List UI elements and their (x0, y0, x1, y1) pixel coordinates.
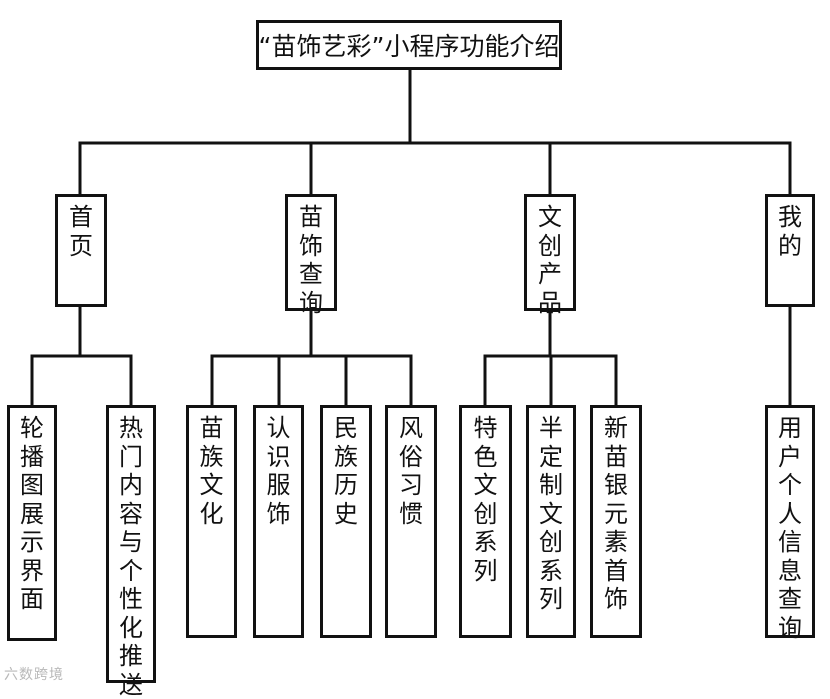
label-char: 史 (333, 500, 359, 529)
leaf-miao-culture: 苗族文化 (186, 405, 237, 638)
leaf-carousel: 轮播图展示界面 (7, 405, 57, 641)
label-char: 热 (118, 414, 144, 443)
label-char: 面 (19, 585, 45, 614)
root-title: “苗饰艺彩”小程序功能介绍 (259, 27, 560, 63)
label-char: 制 (538, 471, 564, 500)
label-char: 俗 (398, 443, 424, 472)
label-char: 人 (777, 500, 803, 529)
label-char: 化 (199, 500, 225, 529)
label-char: 户 (777, 443, 803, 472)
label-char: 信 (777, 528, 803, 557)
label-char: 查 (298, 260, 324, 289)
label-char: 列 (473, 557, 499, 586)
label-char: 系 (473, 528, 499, 557)
leaf-special-series: 特色文创系列 (459, 405, 512, 638)
label-char: 特 (473, 414, 499, 443)
label-char: 民 (333, 414, 359, 443)
leaf-user-info: 用户个人信息查询 (765, 405, 815, 638)
label-char: 认 (266, 414, 292, 443)
label-char: 送 (118, 671, 144, 699)
leaf-silver-jewelry: 新苗银元素首饰 (590, 405, 642, 638)
label-char: 苗 (298, 203, 324, 232)
label-char: 息 (777, 557, 803, 586)
label-char: 文 (199, 471, 225, 500)
leaf-custom-series: 半定制文创系列 (526, 405, 576, 638)
label-char: 文 (538, 500, 564, 529)
label-char: 新 (603, 414, 629, 443)
label-char: 银 (603, 471, 629, 500)
watermark-text: 六数跨境 (4, 664, 64, 684)
label-char: 个 (118, 557, 144, 586)
label-char: 惯 (398, 500, 424, 529)
label-char: 文 (473, 471, 499, 500)
label-char: 文 (537, 203, 563, 232)
label-char: 门 (118, 443, 144, 472)
label-char: 素 (603, 528, 629, 557)
leaf-hot-content: 热门内容与个性化推送 (106, 405, 156, 683)
leaf-costume: 认识服饰 (253, 405, 304, 638)
label-char: 与 (118, 528, 144, 557)
label-char: 识 (266, 443, 292, 472)
label-char: 内 (118, 471, 144, 500)
label-char: 首 (603, 557, 629, 586)
label-char: 容 (118, 500, 144, 529)
category-home: 首页 (55, 194, 107, 307)
label-char: 页 (68, 232, 94, 261)
label-char: 列 (538, 585, 564, 614)
leaf-customs: 风俗习惯 (385, 405, 437, 638)
label-char: 示 (19, 528, 45, 557)
label-char: 苗 (603, 443, 629, 472)
label-char: 界 (19, 557, 45, 586)
label-char: 半 (538, 414, 564, 443)
label-char: 苗 (199, 414, 225, 443)
label-char: 品 (537, 289, 563, 318)
label-char: 播 (19, 443, 45, 472)
label-char: 饰 (266, 500, 292, 529)
label-char: 服 (266, 471, 292, 500)
label-char: 我 (777, 203, 803, 232)
label-char: 创 (537, 232, 563, 261)
root-node: “苗饰艺彩”小程序功能介绍 (256, 20, 562, 70)
label-char: 轮 (19, 414, 45, 443)
label-char: 风 (398, 414, 424, 443)
label-char: 首 (68, 203, 94, 232)
label-char: 习 (398, 471, 424, 500)
leaf-history: 民族历史 (320, 405, 372, 638)
label-char: 饰 (298, 232, 324, 261)
label-char: 化 (118, 614, 144, 643)
label-char: 元 (603, 500, 629, 529)
category-mine: 我的 (765, 194, 815, 307)
label-char: 族 (199, 443, 225, 472)
label-char: 历 (333, 471, 359, 500)
label-char: 饰 (603, 585, 629, 614)
label-char: 查 (777, 585, 803, 614)
label-char: 询 (298, 289, 324, 318)
label-char: 用 (777, 414, 803, 443)
label-char: 创 (473, 500, 499, 529)
label-char: 定 (538, 443, 564, 472)
label-char: 族 (333, 443, 359, 472)
label-char: 产 (537, 260, 563, 289)
label-char: 色 (473, 443, 499, 472)
label-char: 推 (118, 642, 144, 671)
label-char: 的 (777, 232, 803, 261)
label-char: 询 (777, 614, 803, 643)
label-char: 创 (538, 528, 564, 557)
label-char: 系 (538, 557, 564, 586)
category-query: 苗饰查询 (285, 194, 337, 311)
label-char: 个 (777, 471, 803, 500)
label-char: 展 (19, 500, 45, 529)
category-products: 文创产品 (524, 194, 576, 311)
label-char: 性 (118, 585, 144, 614)
label-char: 图 (19, 471, 45, 500)
